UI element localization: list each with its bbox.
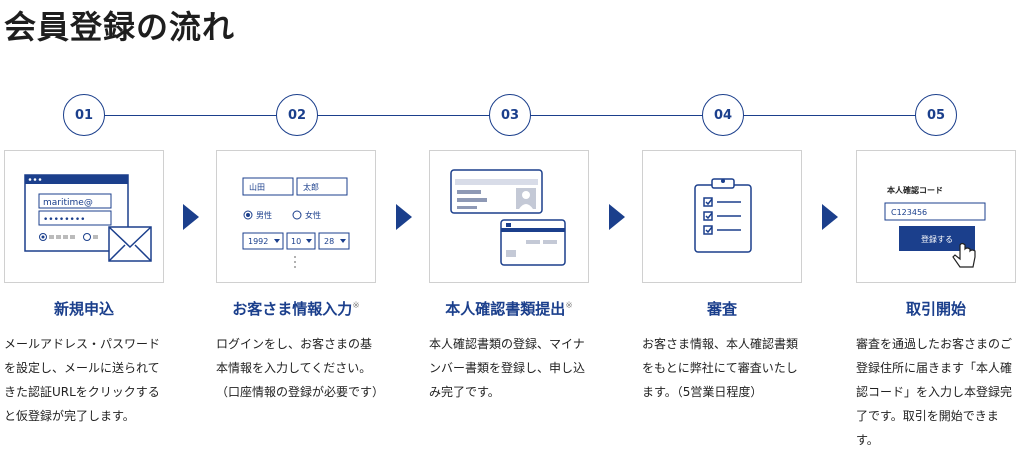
description-line: （口座情報の登録が必要です） [216, 385, 385, 399]
arrow-right-icon [822, 204, 838, 230]
description-line: メールアドレス・パスワード [4, 337, 161, 351]
description-line: 登録住所に届きます「本人確 [856, 361, 1013, 375]
code-label-sample: 本人確認コード [886, 185, 943, 195]
arrow-right-icon [609, 204, 625, 230]
description-line: ンバー書類を登録し、申し込 [429, 361, 586, 375]
step-description-2: ログインをし、お客さまの基 本情報を入力してください。 （口座情報の登録が必要で… [216, 332, 384, 404]
day-sample: 28 [324, 237, 334, 246]
note-mark: ※ [352, 301, 360, 311]
description-line: ログインをし、お客さまの基 [216, 337, 373, 351]
description-line: 審査を通過したお客さまのご [856, 337, 1013, 351]
step-number-1: 01 [63, 94, 105, 136]
step-timeline: 01 02 03 04 05 [0, 94, 1024, 138]
step-title-5: 取引開始 [829, 298, 1024, 319]
first-name-sample: 太郎 [303, 182, 319, 192]
id-card-icon [450, 169, 566, 266]
description-line: を設定し、メールに送られて [4, 361, 160, 375]
form-icon: 山田 太郎 男性 女性 1992 10 28 [242, 177, 350, 268]
arrow-right-icon [183, 204, 199, 230]
code-sample: C123456 [891, 208, 927, 217]
step-title-1: 新規申込 [0, 298, 191, 319]
description-line: きた認証URLをクリックする [4, 385, 160, 399]
last-name-sample: 山田 [249, 182, 265, 192]
description-line: ます。（5営業日程度） [642, 385, 763, 399]
step-description-3: 本人確認書類の登録、マイナ ンバー書類を登録し、申し込 み完了です。 [429, 332, 585, 404]
step-title-text: お客さま情報入力 [232, 300, 353, 318]
description-line: 本人確認書類の登録、マイナ [429, 337, 585, 351]
description-line: み完了です。 [429, 385, 500, 399]
register-button-sample: 登録する [921, 234, 953, 244]
step-title-4: 審査 [615, 298, 829, 319]
description-line: 本情報を入力してください。 [216, 361, 372, 375]
browser-mail-icon: maritime@ •••••••• [24, 174, 152, 262]
month-sample: 10 [291, 237, 301, 246]
step-title-text: 本人確認書類提出 [445, 300, 566, 318]
description-line: と仮登録が完了します。 [4, 409, 135, 423]
description-line: 認コード」を入力し本登録完 [856, 385, 1013, 399]
step-card-1: maritime@ •••••••• [4, 150, 164, 283]
step-card-4 [642, 150, 802, 283]
description-line: お客さま情報、本人確認書類 [642, 337, 799, 351]
password-sample: •••••••• [43, 215, 85, 225]
step-number-3: 03 [489, 94, 531, 136]
step-title-2: お客さま情報入力※ [189, 298, 403, 319]
step-card-5: 本人確認コード C123456 登録する [856, 150, 1016, 283]
step-number-4: 04 [702, 94, 744, 136]
note-mark: ※ [565, 301, 573, 311]
step-number-5: 05 [915, 94, 957, 136]
female-label: 女性 [305, 210, 321, 220]
page-title: 会員登録の流れ [4, 8, 236, 46]
description-line: 了です。取引を開始できま [856, 409, 999, 423]
step-title-3: 本人確認書類提出※ [402, 298, 616, 319]
description-line: をもとに弊社にて審査いたし [642, 361, 798, 375]
step-description-1: メールアドレス・パスワード を設定し、メールに送られて きた認証URLをクリック… [4, 332, 160, 428]
email-sample: maritime@ [43, 198, 93, 208]
description-line: す。 [856, 433, 879, 447]
year-sample: 1992 [248, 237, 268, 246]
verification-code-icon: 本人確認コード C123456 登録する [884, 185, 986, 268]
step-title-text: 審査 [706, 300, 737, 318]
arrow-right-icon [396, 204, 412, 230]
step-description-4: お客さま情報、本人確認書類 をもとに弊社にて審査いたし ます。（5営業日程度） [642, 332, 798, 404]
step-title-text: 取引開始 [905, 300, 966, 318]
pointer-hand-icon [952, 242, 976, 268]
step-number-2: 02 [276, 94, 318, 136]
step-description-5: 審査を通過したお客さまのご 登録住所に届きます「本人確 認コード」を入力し本登録… [856, 332, 1012, 452]
step-card-3 [429, 150, 589, 283]
step-card-2: 山田 太郎 男性 女性 1992 10 28 [216, 150, 376, 283]
step-title-text: 新規申込 [53, 300, 114, 318]
male-label: 男性 [256, 210, 272, 220]
clipboard-checklist-icon [694, 178, 752, 253]
